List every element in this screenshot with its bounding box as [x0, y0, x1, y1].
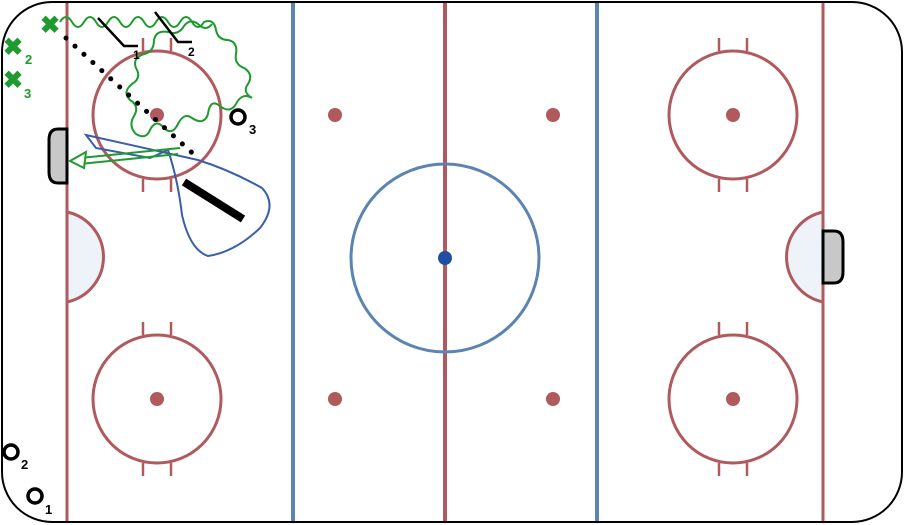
faceoff-circle-bottom-right	[667, 322, 799, 476]
skate-path-blue	[83, 133, 271, 258]
svg-text:3: 3	[249, 122, 256, 137]
coach-marker-2: 2	[154, 11, 195, 59]
faceoff-circle-bottom-left	[91, 322, 223, 476]
crease-right	[785, 210, 825, 304]
circle-icon	[26, 487, 44, 505]
neutral-dot-top-left	[328, 108, 342, 122]
faceoff-circle-top-right	[667, 38, 799, 192]
x-icon: ✖	[40, 12, 60, 39]
net-left	[47, 127, 69, 185]
coach-marker-1: 1	[97, 17, 140, 62]
player-x3: ✖ 3	[3, 67, 31, 101]
svg-text:1: 1	[45, 502, 52, 517]
neutral-dot-top-right	[546, 108, 560, 122]
svg-text:2: 2	[25, 52, 32, 67]
svg-text:2: 2	[188, 45, 195, 59]
stick-icon	[181, 178, 246, 223]
player-o1: 1	[26, 487, 52, 517]
x-icon: ✖	[3, 34, 23, 61]
svg-text:2: 2	[21, 457, 28, 472]
skate-path-green-wavy	[59, 16, 253, 138]
crease-left	[65, 210, 105, 304]
player-x2: ✖ 2	[3, 34, 32, 67]
svg-text:1: 1	[133, 48, 140, 62]
x-icon: ✖	[3, 67, 23, 94]
center-faceoff-dot	[438, 251, 452, 265]
svg-text:3: 3	[24, 86, 31, 101]
neutral-dot-bottom-left	[328, 392, 342, 406]
circle-icon	[229, 108, 247, 126]
neutral-dot-bottom-right	[546, 392, 560, 406]
center-circle	[349, 162, 541, 354]
net-right	[821, 229, 845, 285]
player-o2: 2	[2, 443, 28, 472]
circle-icon	[2, 443, 20, 461]
pass-arrow-green	[67, 147, 181, 170]
player-o3: 3	[229, 108, 256, 137]
player-x1: ✖	[40, 12, 60, 39]
